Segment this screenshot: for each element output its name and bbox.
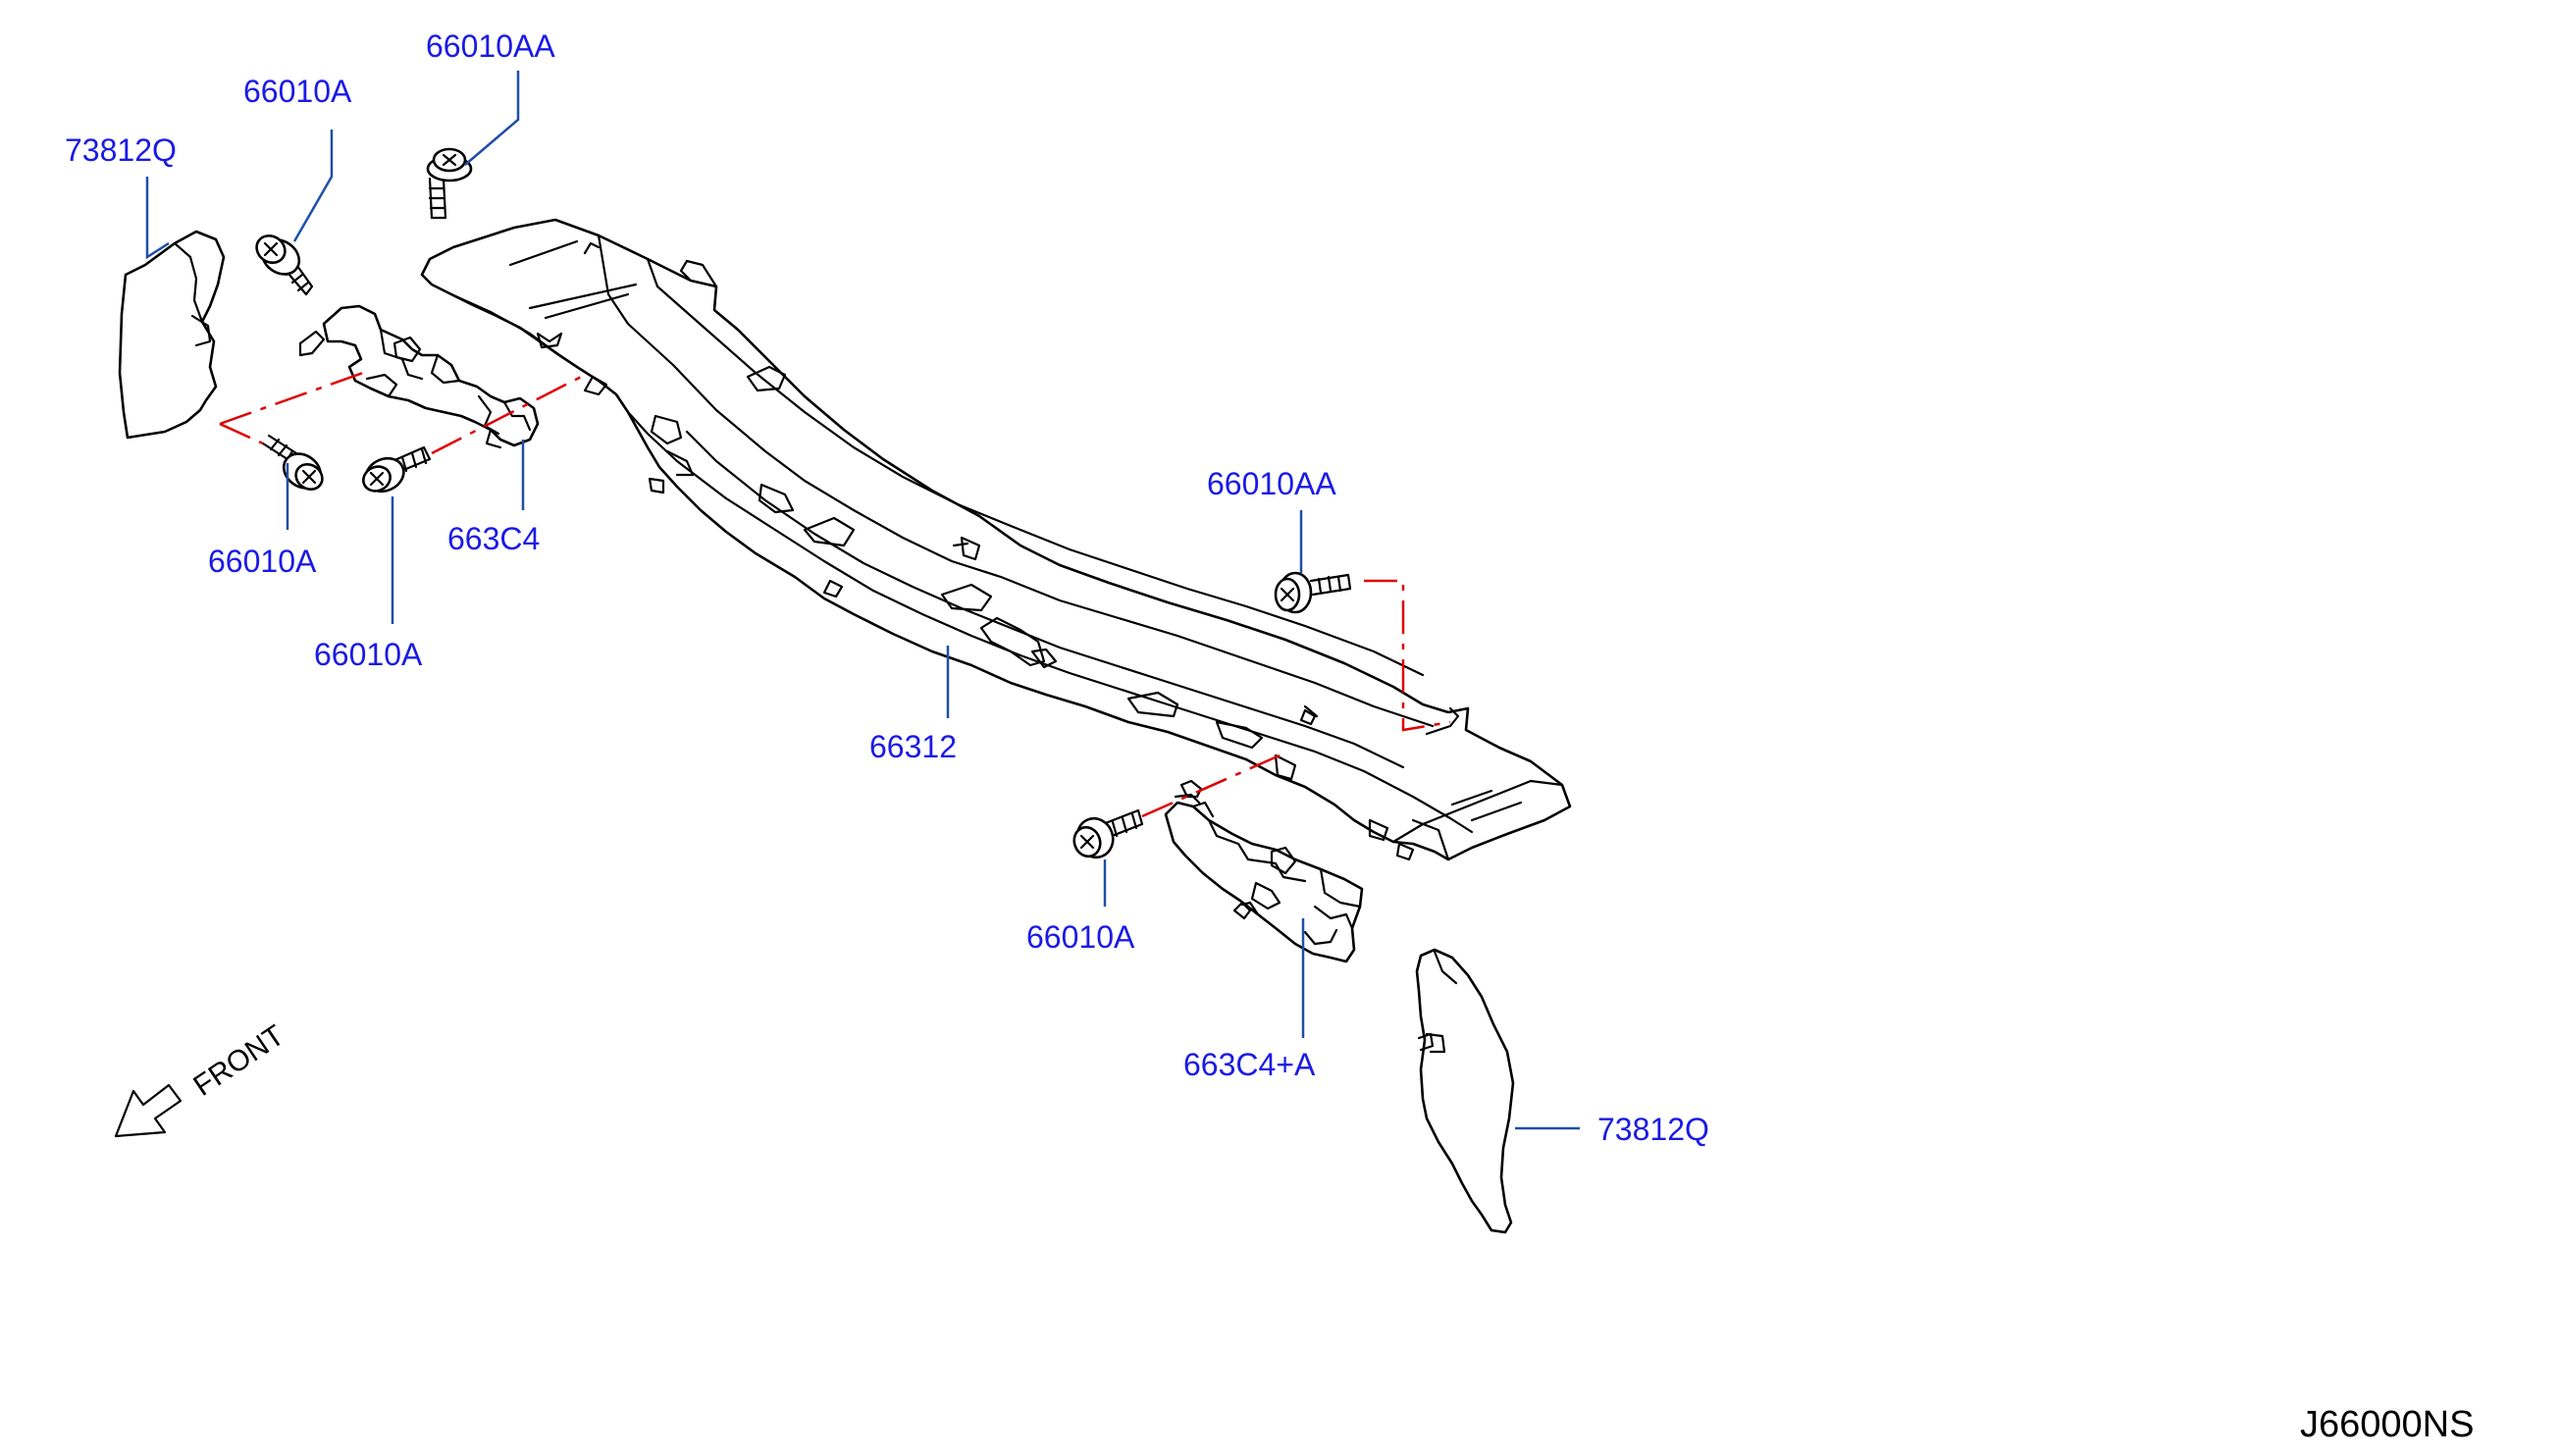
bolt-66010A-lower-mid [362,445,432,494]
label-bolt-66010A-lower-right: 66010A [1026,919,1135,955]
cowl-panel-part [420,218,1572,861]
label-bolt-66010A-lower-mid: 66010A [314,637,423,672]
bolt-66010AA-top [426,147,473,220]
bolt-66010AA-mid-right [1274,571,1352,614]
label-cowl-panel-66312: 66312 [869,729,957,764]
label-bolt-66010AA-top: 66010AA [426,28,555,64]
label-trim-73812Q-right: 73812Q [1597,1112,1709,1147]
bolt-66010A-lower-right [1072,808,1144,859]
reference-lines [219,371,1451,818]
bolt-66010A-lower-left [261,434,324,491]
label-bolt-66010A-top-left: 66010A [243,74,352,109]
label-bolt-66010A-lower-left: 66010A [208,544,317,579]
diagram-code: J66000NS [2300,1404,2474,1445]
bolt-66010A-top-left [255,234,314,296]
label-bolt-66010AA-mid-right: 66010AA [1207,466,1336,501]
front-indicator-text: FRONT [187,1019,289,1103]
label-trim-73812Q-left: 73812Q [65,132,177,168]
label-bracket-663C4: 663C4 [447,521,540,556]
front-arrow [114,1083,183,1138]
trim-left-part [118,230,226,440]
leader-lines [145,71,1580,1130]
trim-right-part [1415,948,1515,1234]
bracket-left-part [298,304,540,449]
label-bracket-663C4+A: 663C4+A [1183,1047,1316,1082]
bracket-right-part [1164,779,1364,963]
